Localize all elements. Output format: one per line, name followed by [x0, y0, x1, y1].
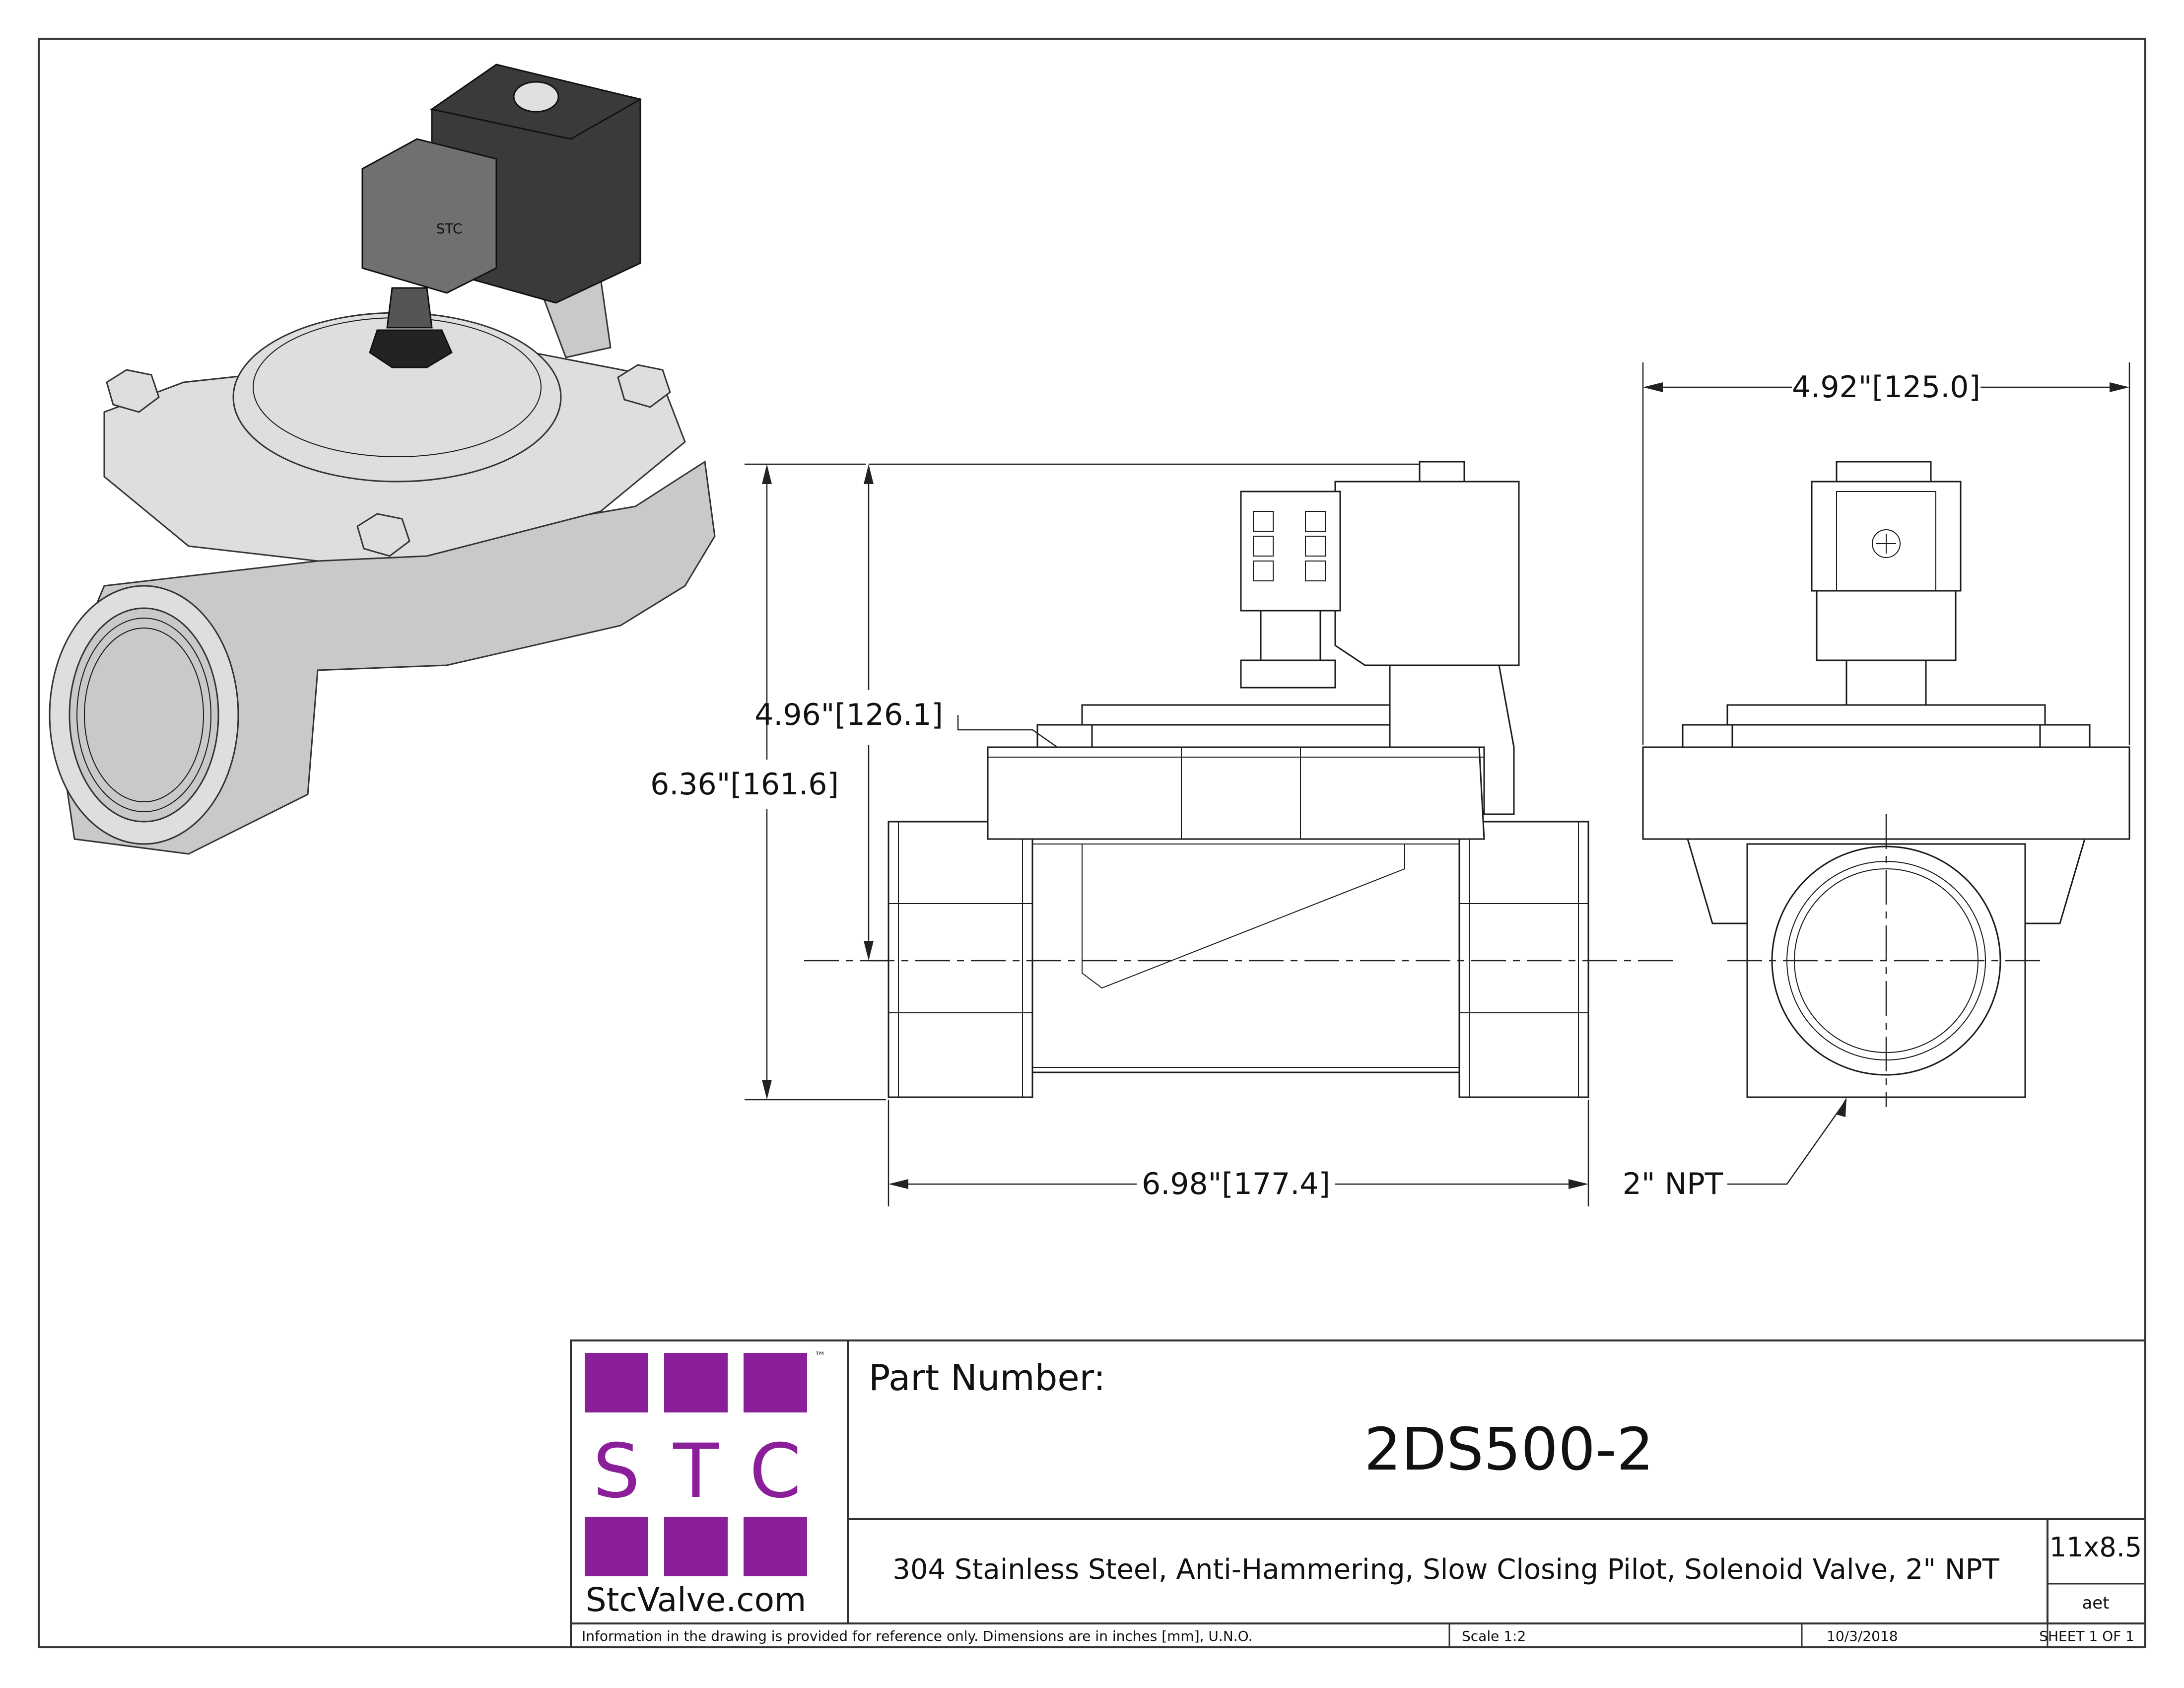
- dimension-lines: [745, 362, 2130, 1206]
- stc-logo: S T C ™ StcValve.com: [585, 1349, 826, 1619]
- part-number-value: 2DS500-2: [1364, 1415, 1654, 1483]
- logo-letter-s: S: [593, 1428, 640, 1515]
- logo-letter-t: T: [673, 1428, 719, 1515]
- port-callout-label: 2" NPT: [1623, 1167, 1723, 1201]
- bolt-icon: [106, 364, 671, 557]
- part-number-label: Part Number:: [869, 1357, 1105, 1399]
- connector-label: STC: [436, 220, 463, 237]
- connector-grid: [1253, 511, 1326, 581]
- sheet-size: 11x8.5: [2049, 1532, 2142, 1563]
- sheet-number: SHEET 1 OF 1: [2039, 1628, 2134, 1644]
- scale-text: Scale 1:2: [1462, 1628, 1526, 1644]
- side-view: [1642, 461, 2130, 1107]
- isometric-view: STC: [49, 64, 716, 855]
- disclaimer-text: Information in the drawing is provided f…: [582, 1628, 1252, 1644]
- description-text: 304 Stainless Steel, Anti-Hammering, Slo…: [892, 1553, 1999, 1586]
- dim-cover-height-label: 4.96"[126.1]: [754, 698, 943, 732]
- date-text: 10/3/2018: [1827, 1628, 1898, 1644]
- dim-width-label: 4.92"[125.0]: [1792, 370, 1980, 405]
- trademark-mark: ™: [814, 1349, 826, 1363]
- dim-length-label: 6.98"[177.4]: [1142, 1167, 1330, 1201]
- logo-letter-c: C: [750, 1428, 802, 1515]
- dim-overall-height-label: 6.36"[161.6]: [650, 767, 839, 802]
- front-view: [804, 461, 1673, 1098]
- dimension-labels: 4.92"[125.0] 4.96"[126.1] 6.36"[161.6] 6…: [650, 370, 1980, 1201]
- title-block: S T C ™ StcValve.com Part Number: 2DS500…: [570, 1339, 2146, 1648]
- drawn-by: aet: [2082, 1593, 2109, 1613]
- logo-website: StcValve.com: [586, 1581, 806, 1619]
